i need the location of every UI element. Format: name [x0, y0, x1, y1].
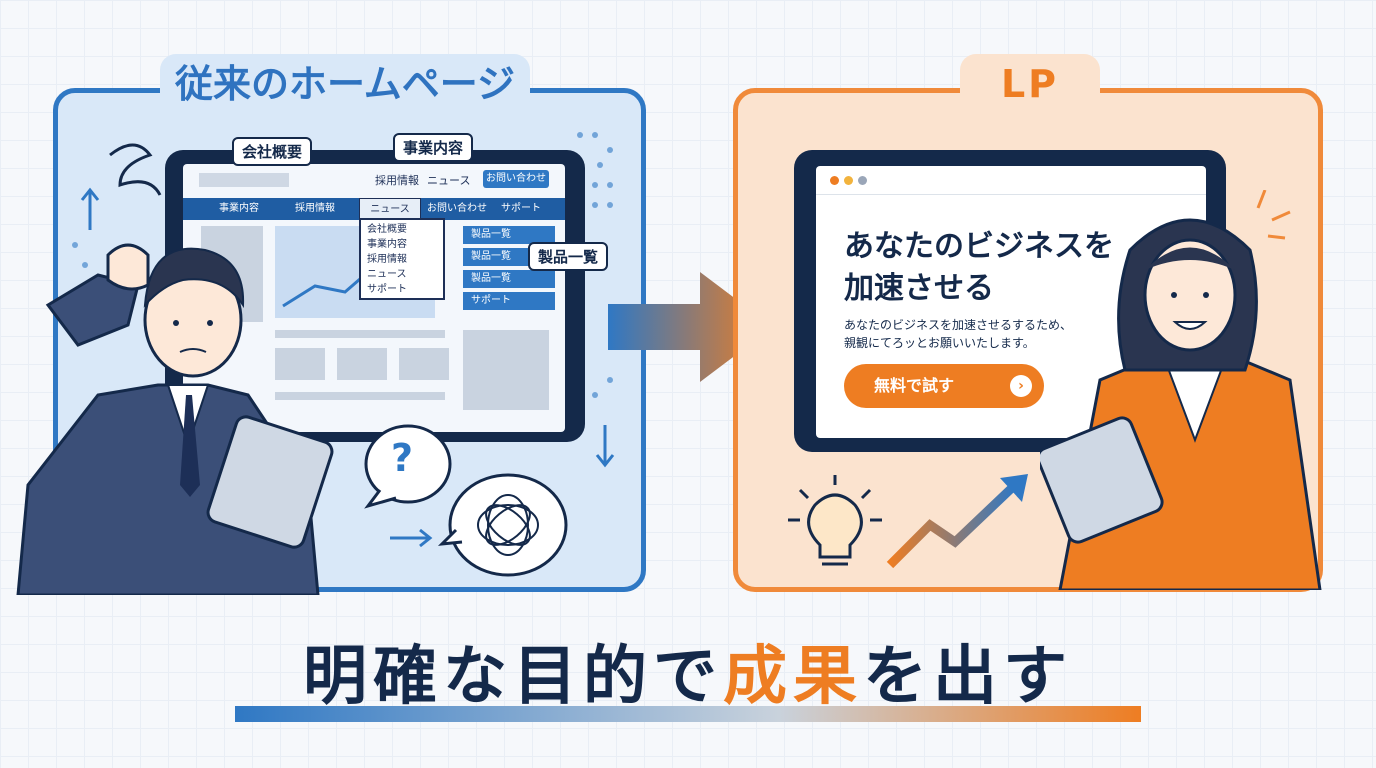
text-line: [275, 330, 445, 338]
site-search-bar[interactable]: [199, 173, 289, 187]
browser-divider: [816, 194, 1206, 195]
old-website-screen: 採用情報 ニュース お問い合わせ 事業内容 採用情報 ニュース お問い合わせ サ…: [183, 164, 565, 432]
headline-part2: を出す: [863, 640, 1073, 714]
headline-underline: [235, 706, 1141, 722]
headline-accent: 成果: [723, 640, 863, 714]
window-dot: [858, 176, 867, 185]
dropdown-item[interactable]: サポート: [367, 284, 407, 295]
window-dot: [830, 176, 839, 185]
question-mark: ?: [391, 436, 414, 480]
main-headline: 明確な目的で成果を出す: [0, 625, 1376, 717]
nav-item-business[interactable]: 事業内容: [219, 203, 259, 214]
free-trial-label: 無料で試す: [874, 376, 955, 395]
content-block: [463, 330, 549, 410]
chevron-right-icon: ›: [1010, 375, 1032, 397]
headline-part1: 明確な目的で: [303, 640, 723, 714]
left-panel-title: 従来のホームページ: [160, 54, 530, 114]
site-contact-button[interactable]: お問い合わせ: [483, 170, 549, 188]
lp-subtext: あなたのビジネスを加速させるするため、 親観にてろッとお願いいたします。: [844, 318, 1073, 350]
confused-man-illustration: [16, 243, 334, 595]
side-button-products[interactable]: 製品一覧: [463, 270, 555, 288]
content-block: [337, 348, 387, 380]
callout-business: 事業内容: [393, 133, 474, 162]
right-panel-title: LP: [960, 54, 1100, 114]
dropdown-item[interactable]: 事業内容: [367, 239, 407, 250]
top-link-news[interactable]: ニュース: [427, 174, 471, 187]
businesswoman-illustration: [1040, 190, 1322, 590]
text-line: [275, 392, 445, 400]
callout-products: 製品一覧: [528, 242, 609, 271]
lp-headline: あなたのビジネスを 加速させる: [844, 229, 1114, 306]
top-link-recruit[interactable]: 採用情報: [375, 174, 419, 187]
dropdown-item[interactable]: ニュース: [367, 269, 407, 280]
dropdown-item[interactable]: 会社概要: [367, 224, 407, 235]
nav-item-support[interactable]: サポート: [501, 203, 541, 214]
nav-item-contact[interactable]: お問い合わせ: [427, 203, 487, 214]
content-block: [275, 348, 325, 380]
side-button-support[interactable]: サポート: [463, 292, 555, 310]
lightbulb-growth-icons: [788, 474, 1028, 569]
window-dot: [844, 176, 853, 185]
site-header: 採用情報 ニュース お問い合わせ: [183, 164, 565, 196]
callout-company: 会社概要: [232, 137, 313, 166]
side-button-products[interactable]: 製品一覧: [463, 226, 555, 244]
question-bubbles: [364, 424, 568, 577]
dropdown-item[interactable]: 採用情報: [367, 254, 407, 265]
nav-item-recruit[interactable]: 採用情報: [295, 203, 335, 214]
left-decor: [72, 132, 615, 568]
content-block: [399, 348, 449, 380]
transition-arrow-icon: [608, 272, 773, 382]
landing-page-screen: あなたのビジネスを 加速させる あなたのビジネスを加速させるするため、 親観にて…: [816, 166, 1206, 438]
free-trial-button[interactable]: 無料で試す ›: [844, 364, 1044, 408]
nav-item-news[interactable]: ニュース: [359, 198, 421, 220]
nav-dropdown-menu: 会社概要 事業内容 採用情報 ニュース サポート: [359, 218, 445, 300]
